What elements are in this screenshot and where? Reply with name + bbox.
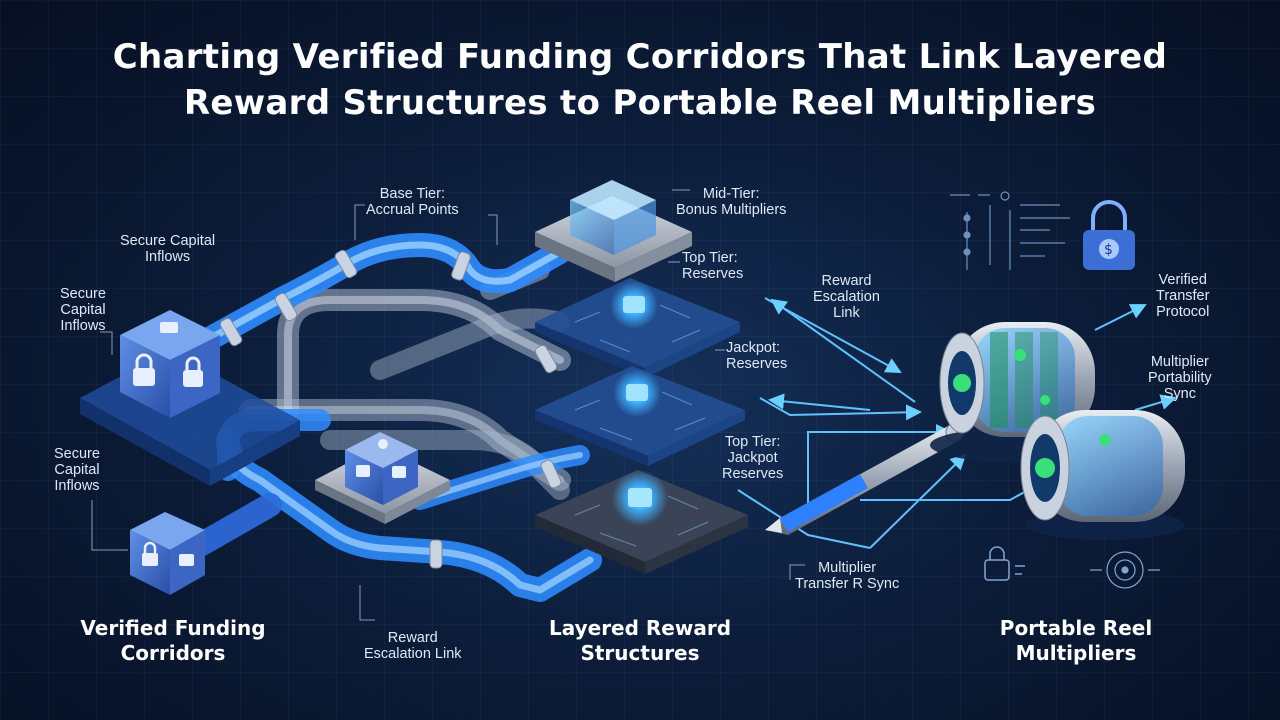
reel-cylinder-icon <box>1020 410 1185 540</box>
label-base-tier: Base Tier: Accrual Points <box>366 186 459 218</box>
section-layered-reward: Layered Reward Structures <box>548 616 732 665</box>
leader-lines <box>91 189 805 621</box>
label-top-tier-jackpot: Top Tier: Jackpot Reserves <box>722 434 784 482</box>
chip-icon <box>610 281 668 526</box>
funding-platform-large <box>80 310 300 486</box>
label-top-tier-reserves: Top Tier: Reserves <box>682 250 744 282</box>
label-reward-escalation-right: Reward Escalation Link <box>813 273 880 321</box>
funding-cube-small <box>130 512 205 595</box>
label-reward-escalation-bottom: Reward Escalation Link <box>364 630 462 662</box>
section-portable-reel: Portable Reel Multipliers <box>999 616 1153 665</box>
label-secure-capital-2: Secure Capital Inflows <box>60 286 106 334</box>
flow-arrows <box>737 297 1177 549</box>
label-multiplier-portability: Multiplier Portability Sync <box>1148 354 1212 402</box>
label-verified-transfer: Verified Transfer Protocol <box>1156 272 1210 320</box>
target-icon <box>1090 551 1160 589</box>
page-title: Charting Verified Funding Corridors That… <box>40 34 1240 126</box>
dollar-padlock-icon: $ <box>1083 200 1135 270</box>
tier-top-cube <box>535 180 692 282</box>
dashboard-panel-icon <box>950 191 1070 270</box>
label-jackpot-reserves: Jackpot: Reserves <box>726 340 788 372</box>
central-lock-cube <box>315 432 450 524</box>
padlock-icon <box>984 546 1025 581</box>
title-line-2: Reward Structures to Portable Reel Multi… <box>183 83 1097 123</box>
svg-text:$: $ <box>1104 242 1113 258</box>
title-line-1: Charting Verified Funding Corridors That… <box>112 37 1168 77</box>
padlock-icon <box>133 322 203 387</box>
stylus-icon <box>765 422 965 535</box>
label-secure-capital-3: Secure Capital Inflows <box>54 446 100 494</box>
section-verified-funding: Verified Funding Corridors <box>80 616 266 665</box>
label-secure-capital-1: Secure Capital Inflows <box>120 233 216 265</box>
label-mid-tier: Mid-Tier: Bonus Multipliers <box>676 186 787 218</box>
label-multiplier-transfer: Multiplier Transfer R Sync <box>795 560 900 592</box>
pipe-joints <box>219 249 562 569</box>
reel-cylinder-icon <box>930 322 1120 463</box>
circuit-traces <box>574 304 709 547</box>
